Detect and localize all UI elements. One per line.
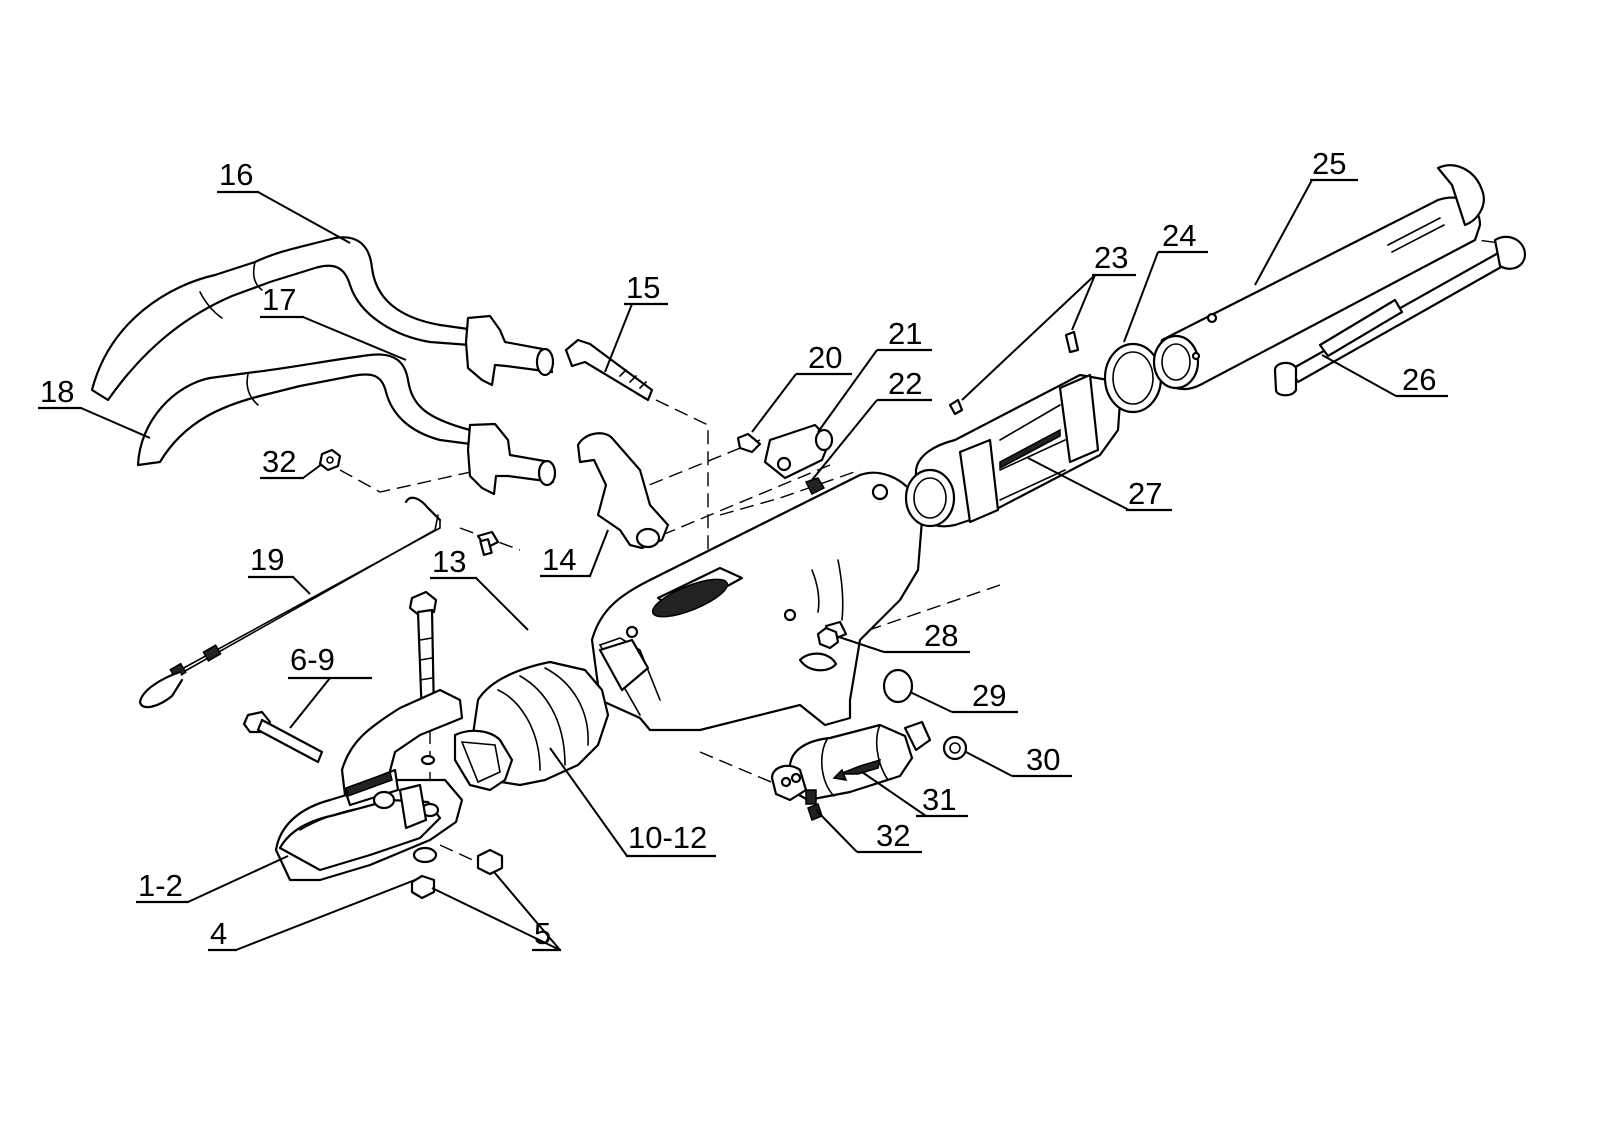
callout-19: 19	[250, 542, 284, 577]
callout-17: 17	[262, 282, 296, 317]
callout-5: 5	[534, 916, 551, 951]
callout-32-lower: 32	[876, 818, 910, 853]
callout-18: 18	[40, 374, 74, 409]
callout-32-upper: 32	[262, 444, 296, 479]
callout-6-9: 6-9	[290, 642, 335, 677]
gasket-part-24	[1103, 342, 1163, 414]
callout-29: 29	[972, 678, 1006, 713]
nut-part-28	[816, 626, 840, 650]
lever-part-14	[576, 432, 670, 550]
callout-27: 27	[1128, 476, 1162, 511]
callout-26: 26	[1402, 362, 1436, 397]
pin-part-20	[736, 432, 762, 454]
cap-part-29	[882, 668, 914, 704]
callout-13: 13	[432, 544, 466, 579]
shackle-part-21	[763, 423, 834, 480]
callout-30: 30	[1026, 742, 1060, 777]
nut-part-22	[804, 477, 826, 496]
callout-14: 14	[542, 542, 576, 577]
outer-tube-part-25	[1152, 164, 1485, 391]
callout-22: 22	[888, 366, 922, 401]
callout-25: 25	[1312, 146, 1346, 181]
callout-24: 24	[1162, 218, 1196, 253]
callout-21: 21	[888, 316, 922, 351]
leader-lines	[80, 179, 1397, 951]
grease-nipples-part-23	[948, 330, 1080, 416]
cable-part-19	[138, 496, 442, 709]
bolts-part-6-9	[242, 590, 438, 764]
callout-10-12: 10-12	[628, 820, 707, 855]
nuts-part-4-5	[410, 846, 504, 900]
callout-labels: 16 17 18 32 19 6-9 1-2 4 5 13 14 15 10-1…	[38, 146, 1448, 952]
callout-23: 23	[1094, 240, 1128, 275]
bolt-part-15	[564, 338, 654, 402]
damper-part-31	[770, 720, 932, 805]
clip-part-32-lower	[807, 803, 823, 821]
callout-1-2: 1-2	[138, 868, 183, 903]
push-rod-part-26	[1273, 235, 1527, 397]
inner-tube-part-27	[904, 373, 1122, 528]
nut-part-32-upper	[318, 448, 342, 472]
callout-16: 16	[219, 157, 253, 192]
bellows-part-10-12	[453, 660, 610, 792]
coupling-head-part-1-2	[274, 688, 464, 882]
callout-28: 28	[924, 618, 958, 653]
callout-31: 31	[922, 782, 956, 817]
callout-15: 15	[626, 270, 660, 305]
handle-lower-part-17-18	[136, 353, 557, 496]
drawbar-housing	[590, 471, 924, 732]
handle-upper-part-16	[90, 236, 555, 402]
washer-part-30	[942, 735, 968, 761]
callout-4: 4	[210, 916, 227, 951]
pin-part-13	[476, 530, 500, 556]
callout-20: 20	[808, 340, 842, 375]
